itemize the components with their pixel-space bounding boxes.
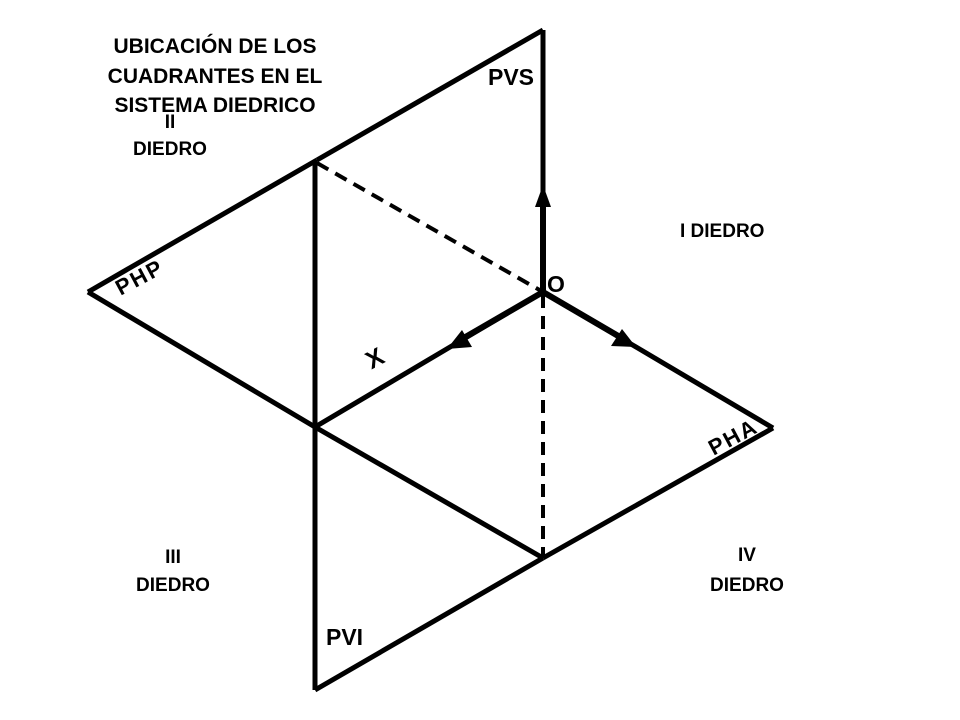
pvi-plane-lower-edge xyxy=(313,555,545,693)
origin-label: O xyxy=(547,271,565,297)
left-axis-arrowhead-icon xyxy=(447,330,472,349)
title-line-3: SISTEMA DIEDRICO xyxy=(114,94,316,117)
right-axis-arrow-shaft xyxy=(541,289,622,340)
vertical-axis-arrowhead-icon xyxy=(535,185,551,207)
fourth-quadrant-word: DIEDRO xyxy=(710,575,784,596)
title-line-2: CUADRANTES EN EL xyxy=(107,65,323,88)
fourth-quadrant-numeral: IV xyxy=(738,545,756,566)
pha-plane-lower-edge xyxy=(541,425,775,561)
php-plane-left-upper-edge xyxy=(86,157,319,295)
php-hidden-edge xyxy=(316,161,544,294)
pvs-label: PVS xyxy=(488,64,535,90)
right-axis-arrowhead-icon xyxy=(611,329,636,347)
left-axis-arrow-shaft xyxy=(460,289,545,342)
first-quadrant-label: I DIEDRO xyxy=(680,221,765,242)
second-quadrant-word: DIEDRO xyxy=(133,139,207,160)
third-quadrant-numeral: III xyxy=(165,547,181,568)
pvi-label: PVI xyxy=(326,624,364,650)
title-line-1: UBICACIÓN DE LOS xyxy=(113,35,317,58)
third-quadrant-word: DIEDRO xyxy=(136,575,210,596)
php-plane-left-lower-edge xyxy=(86,289,317,430)
pha-plane-inner-edge xyxy=(313,424,545,561)
pvs-plane-top-edge xyxy=(315,27,545,163)
second-quadrant-numeral: II xyxy=(164,112,176,133)
